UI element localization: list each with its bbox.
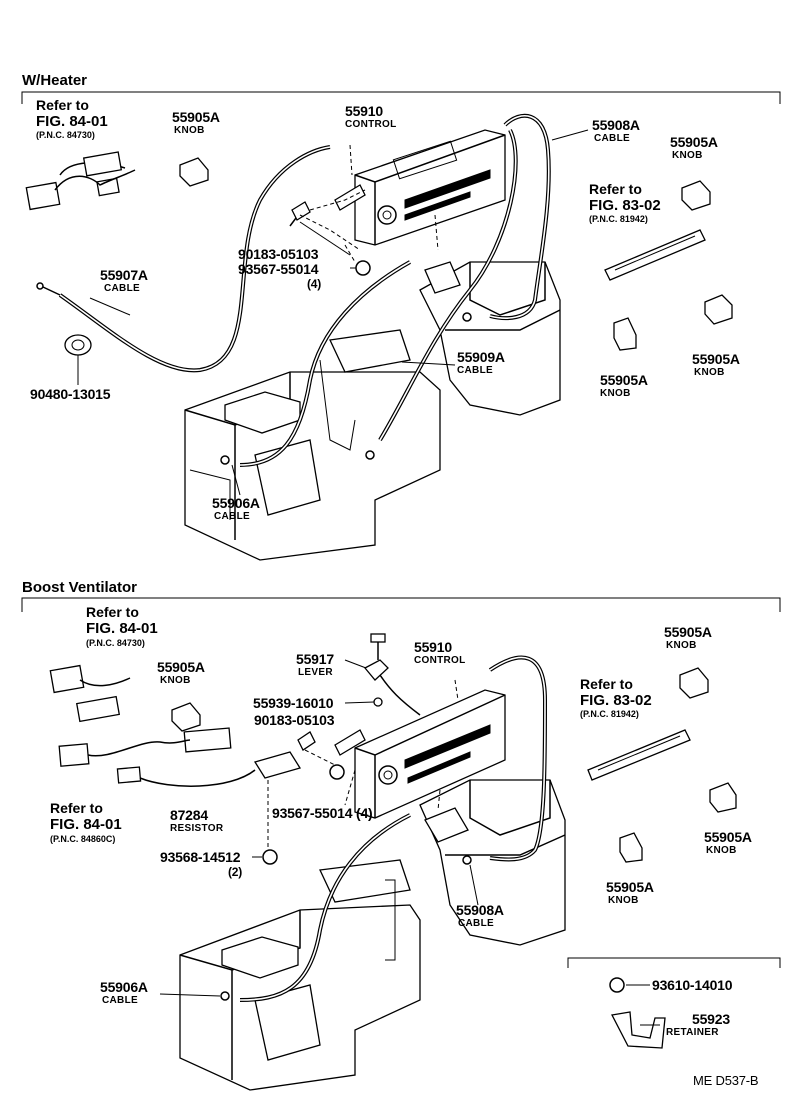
part-93567-top: 93567-55014 [238,261,319,277]
leaders-bottom [159,659,660,1026]
name-cable-55909A: CABLE [457,365,493,376]
part-55923: 55923 [692,1011,730,1027]
part-93568: 93568-14512 [160,849,241,865]
part-87284: 87284 [170,807,208,823]
part-55906A-top: 55906A [212,495,260,511]
part-93567-qty-top: (4) [307,277,322,291]
ref-label-1: Refer to [36,97,89,113]
leaders-top [77,129,589,496]
name-control-top: CONTROL [345,119,397,130]
part-90480: 90480-13015 [30,386,111,402]
ref-fig-83-02-b: FIG. 83-02 [580,692,652,709]
heater-unit-bottom [179,779,566,1091]
part-55910-bottom: 55910 [414,639,452,655]
ref-pnc-84730-a: (P.N.C. 84730) [36,130,95,140]
ref-label-3: Refer to [86,604,139,620]
name-retainer: RETAINER [666,1027,719,1038]
name-knob-bot-1: KNOB [666,640,697,651]
part-55905A-top-2: 55905A [670,134,718,150]
part-55907A: 55907A [100,267,148,283]
part-90183-top: 90183-05103 [238,246,319,262]
name-knob-bot-4: KNOB [608,895,639,906]
name-knob-bot-3: KNOB [706,845,737,856]
control-panel-top [334,129,506,246]
name-knob-bot-2: KNOB [160,675,191,686]
ref-pnc-81942-a: (P.N.C. 81942) [589,214,648,224]
name-resistor: RESISTOR [170,823,224,834]
part-55905A-bot-3: 55905A [704,829,752,845]
part-55908A-top: 55908A [592,117,640,133]
part-55905A-bot-1: 55905A [664,624,712,640]
part-55905A-bot-4: 55905A [606,879,654,895]
name-cable-55908A-top: CABLE [594,133,630,144]
part-93610: 93610-14010 [652,977,733,993]
name-knob-top-4: KNOB [600,388,631,399]
name-control-bottom: CONTROL [414,655,466,666]
part-55905A-bot-2: 55905A [157,659,205,675]
heater-unit-top [184,261,561,561]
name-knob-top-1: KNOB [174,125,205,136]
cables-bottom [220,655,548,1002]
heater-section-bracket [21,91,781,104]
part-55905A-top-3: 55905A [692,351,740,367]
ref-fig-83-02-a: FIG. 83-02 [589,197,661,214]
ref-fig-84-01-a: FIG. 84-01 [36,113,108,130]
section-title-boost: Boost Ventilator [22,579,138,596]
part-55909A: 55909A [457,349,505,365]
ref-pnc-84860c: (P.N.C. 84860C) [50,834,116,844]
ref-label-2: Refer to [589,181,642,197]
boost-section-bracket [21,597,781,968]
part-55905A-top-1: 55905A [172,109,220,125]
parts-small-top [25,144,733,356]
part-55905A-top-4: 55905A [600,372,648,388]
part-55908A-bottom: 55908A [456,902,504,918]
name-cable-55906A-top: CABLE [214,511,250,522]
parts-small-bottom [49,633,737,1049]
ref-pnc-84730-b: (P.N.C. 84730) [86,638,145,648]
ref-label-5: Refer to [50,800,103,816]
part-93567-bottom: 93567-55014 (4) [272,805,373,821]
name-knob-top-3: KNOB [694,367,725,378]
ref-fig-84-01-b: FIG. 84-01 [86,620,158,637]
ref-pnc-81942-b: (P.N.C. 81942) [580,709,639,719]
part-55917: 55917 [296,651,334,667]
ref-fig-84-01-c: FIG. 84-01 [50,816,122,833]
name-cable-55907A: CABLE [104,283,140,294]
part-93568-qty: (2) [228,865,243,879]
part-55939: 55939-16010 [253,695,334,711]
name-cable-55908A-bottom: CABLE [458,918,494,929]
section-title-heater: W/Heater [22,72,88,89]
footer-code: ME D537-B [693,1073,759,1088]
name-cable-55906A-bottom: CABLE [102,995,138,1006]
ref-label-4: Refer to [580,676,633,692]
cables-top [36,113,551,467]
name-knob-top-2: KNOB [672,150,703,161]
control-panel-bottom [334,689,506,819]
part-90183-bottom: 90183-05103 [254,712,335,728]
part-55910-top: 55910 [345,103,383,119]
part-55906A-bottom: 55906A [100,979,148,995]
name-lever: LEVER [298,667,333,678]
